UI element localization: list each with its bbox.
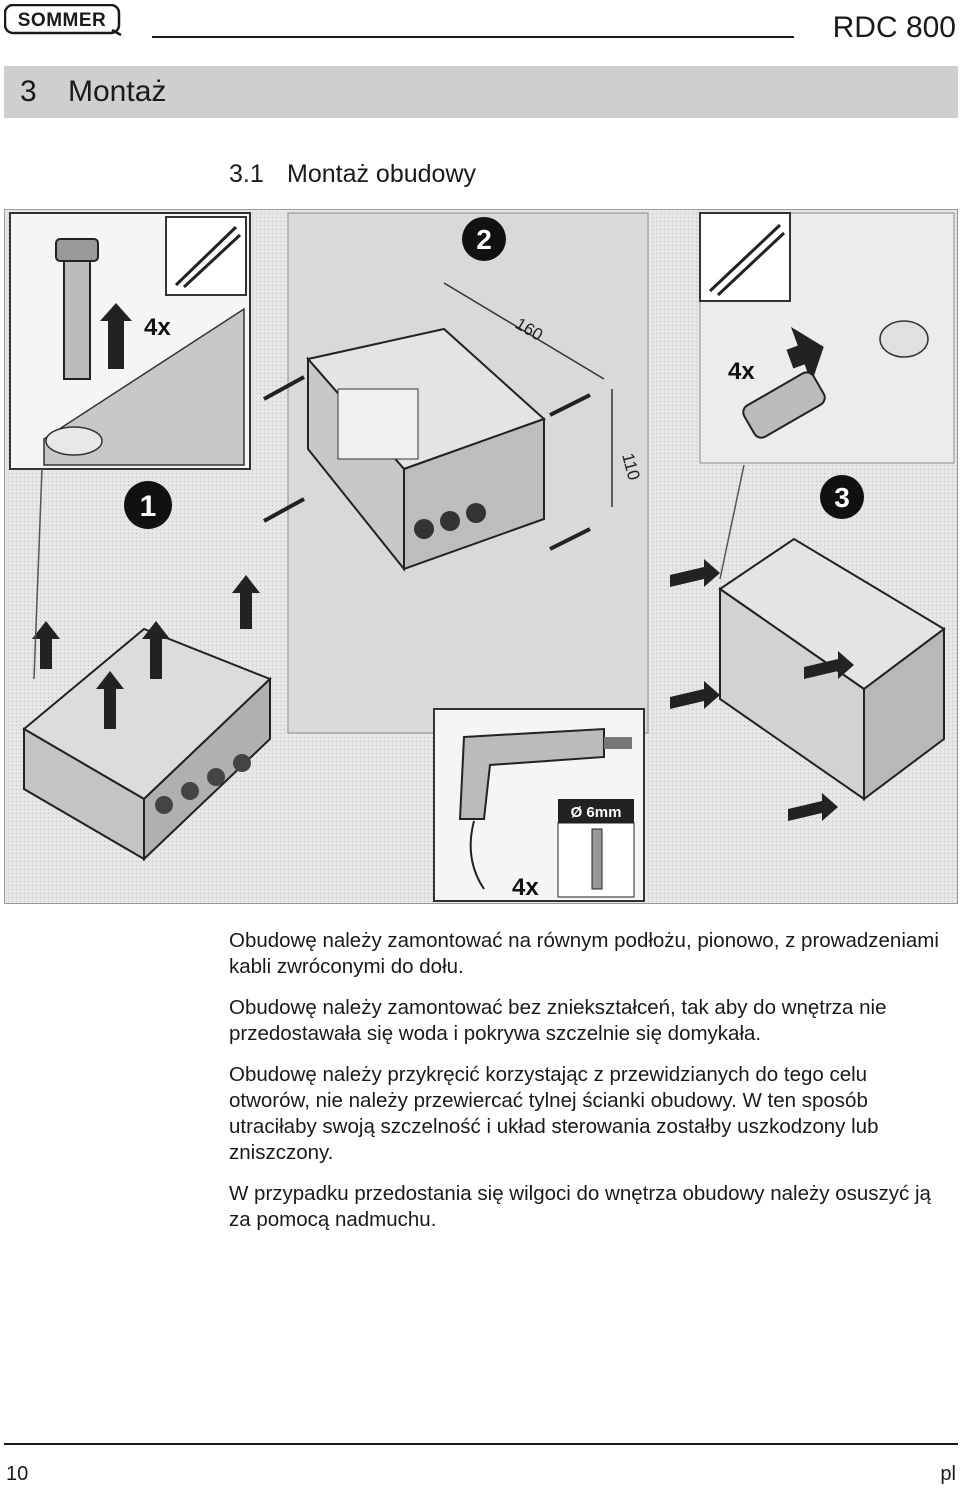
svg-text:SOMMER: SOMMER	[18, 10, 107, 31]
document-title: RDC 800	[832, 11, 956, 44]
drill-count-label: 4x	[512, 874, 539, 901]
step3-housing	[670, 537, 946, 821]
mounting-illustration: 4x 1	[4, 209, 958, 904]
paragraph: Obudowę należy zamontować na równym podł…	[229, 929, 939, 978]
sommer-logo: SOMMER	[4, 4, 122, 36]
step1-number-badge: 1	[124, 481, 172, 529]
drill-inset: Ø 6mm 4x	[433, 708, 645, 902]
section-title: Montaż obudowy	[287, 160, 477, 188]
step1-count-label: 4x	[144, 314, 171, 341]
step1-housing	[22, 468, 272, 862]
chapter-heading: 3 Montaż	[4, 66, 958, 118]
step2-number: 2	[476, 224, 492, 255]
step3-inset: 4x	[699, 212, 929, 439]
step1-inset: 4x	[9, 212, 251, 470]
step2-housing: 160 110	[263, 282, 644, 572]
header-rule	[152, 36, 794, 38]
footer-rule	[4, 1443, 958, 1445]
paragraph: Obudowę należy zamontować bez zniekształ…	[229, 996, 887, 1045]
section-heading: 3.1 Montaż obudowy	[229, 158, 476, 190]
chapter-number: 3	[20, 75, 37, 108]
section-number: 3.1	[229, 160, 264, 188]
page-number: 10	[6, 1463, 29, 1485]
step3-count-label: 4x	[728, 358, 755, 385]
step3-number: 3	[834, 482, 850, 513]
paragraph: W przypadku przedostania się wilgoci do …	[229, 1182, 931, 1231]
paragraph: Obudowę należy przykręcić korzystając z …	[229, 1063, 879, 1164]
instructions-text: Obudowę należy zamontować na równym podł…	[229, 928, 949, 1248]
language-code: pl	[940, 1463, 956, 1485]
step2-number-badge: 2	[462, 217, 506, 261]
chapter-title: Montaż	[68, 75, 167, 108]
step1-number: 1	[140, 490, 157, 523]
step3-number-badge: 3	[820, 475, 864, 519]
drill-size-label: Ø 6mm	[571, 804, 622, 821]
